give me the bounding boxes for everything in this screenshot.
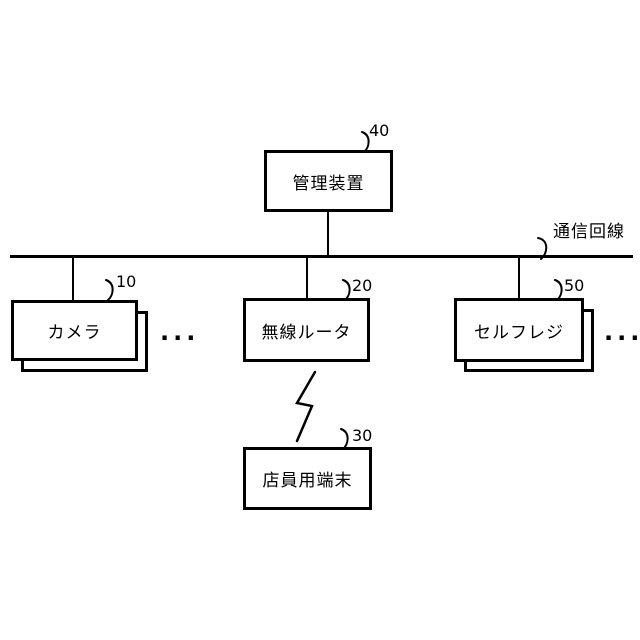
ref-numeral-40: 40	[369, 121, 390, 140]
self-checkout-box: セルフレジ	[454, 298, 584, 362]
leader-hook-20	[342, 279, 351, 301]
staff-terminal-label: 店員用端末	[262, 471, 353, 491]
management-device-box: 管理装置	[264, 150, 393, 212]
wireless-router-box: 無線ルータ	[243, 298, 370, 362]
management-device-label: 管理装置	[292, 173, 365, 194]
ref-numeral-30: 30	[352, 426, 373, 445]
staff-terminal-box: 店員用端末	[243, 447, 372, 510]
camera-box: カメラ	[11, 300, 138, 361]
leader-hook-10	[105, 279, 114, 301]
ref-numeral-20: 20	[352, 276, 373, 295]
communication-bus-line	[10, 255, 633, 258]
connector-bus-router	[306, 256, 308, 299]
leader-hook-30	[340, 428, 349, 450]
ellipsis-more-cameras: ...	[160, 318, 200, 346]
leader-hook-40	[361, 131, 370, 153]
ellipsis-more-self-checkouts: ...	[604, 318, 640, 346]
self-checkout-label: セルフレジ	[474, 322, 564, 343]
wireless-link-lightning-icon	[295, 370, 317, 443]
connector-management-bus	[327, 211, 329, 257]
leader-hook-bus	[537, 237, 548, 260]
ref-numeral-10: 10	[116, 272, 137, 291]
connector-bus-self-checkout	[518, 256, 520, 299]
camera-label: カメラ	[47, 323, 102, 343]
ref-numeral-50: 50	[564, 276, 585, 295]
leader-hook-50	[554, 279, 563, 301]
connector-bus-camera	[72, 256, 74, 301]
bus-label: 通信回線	[553, 222, 625, 242]
wireless-router-label: 無線ルータ	[261, 322, 352, 343]
